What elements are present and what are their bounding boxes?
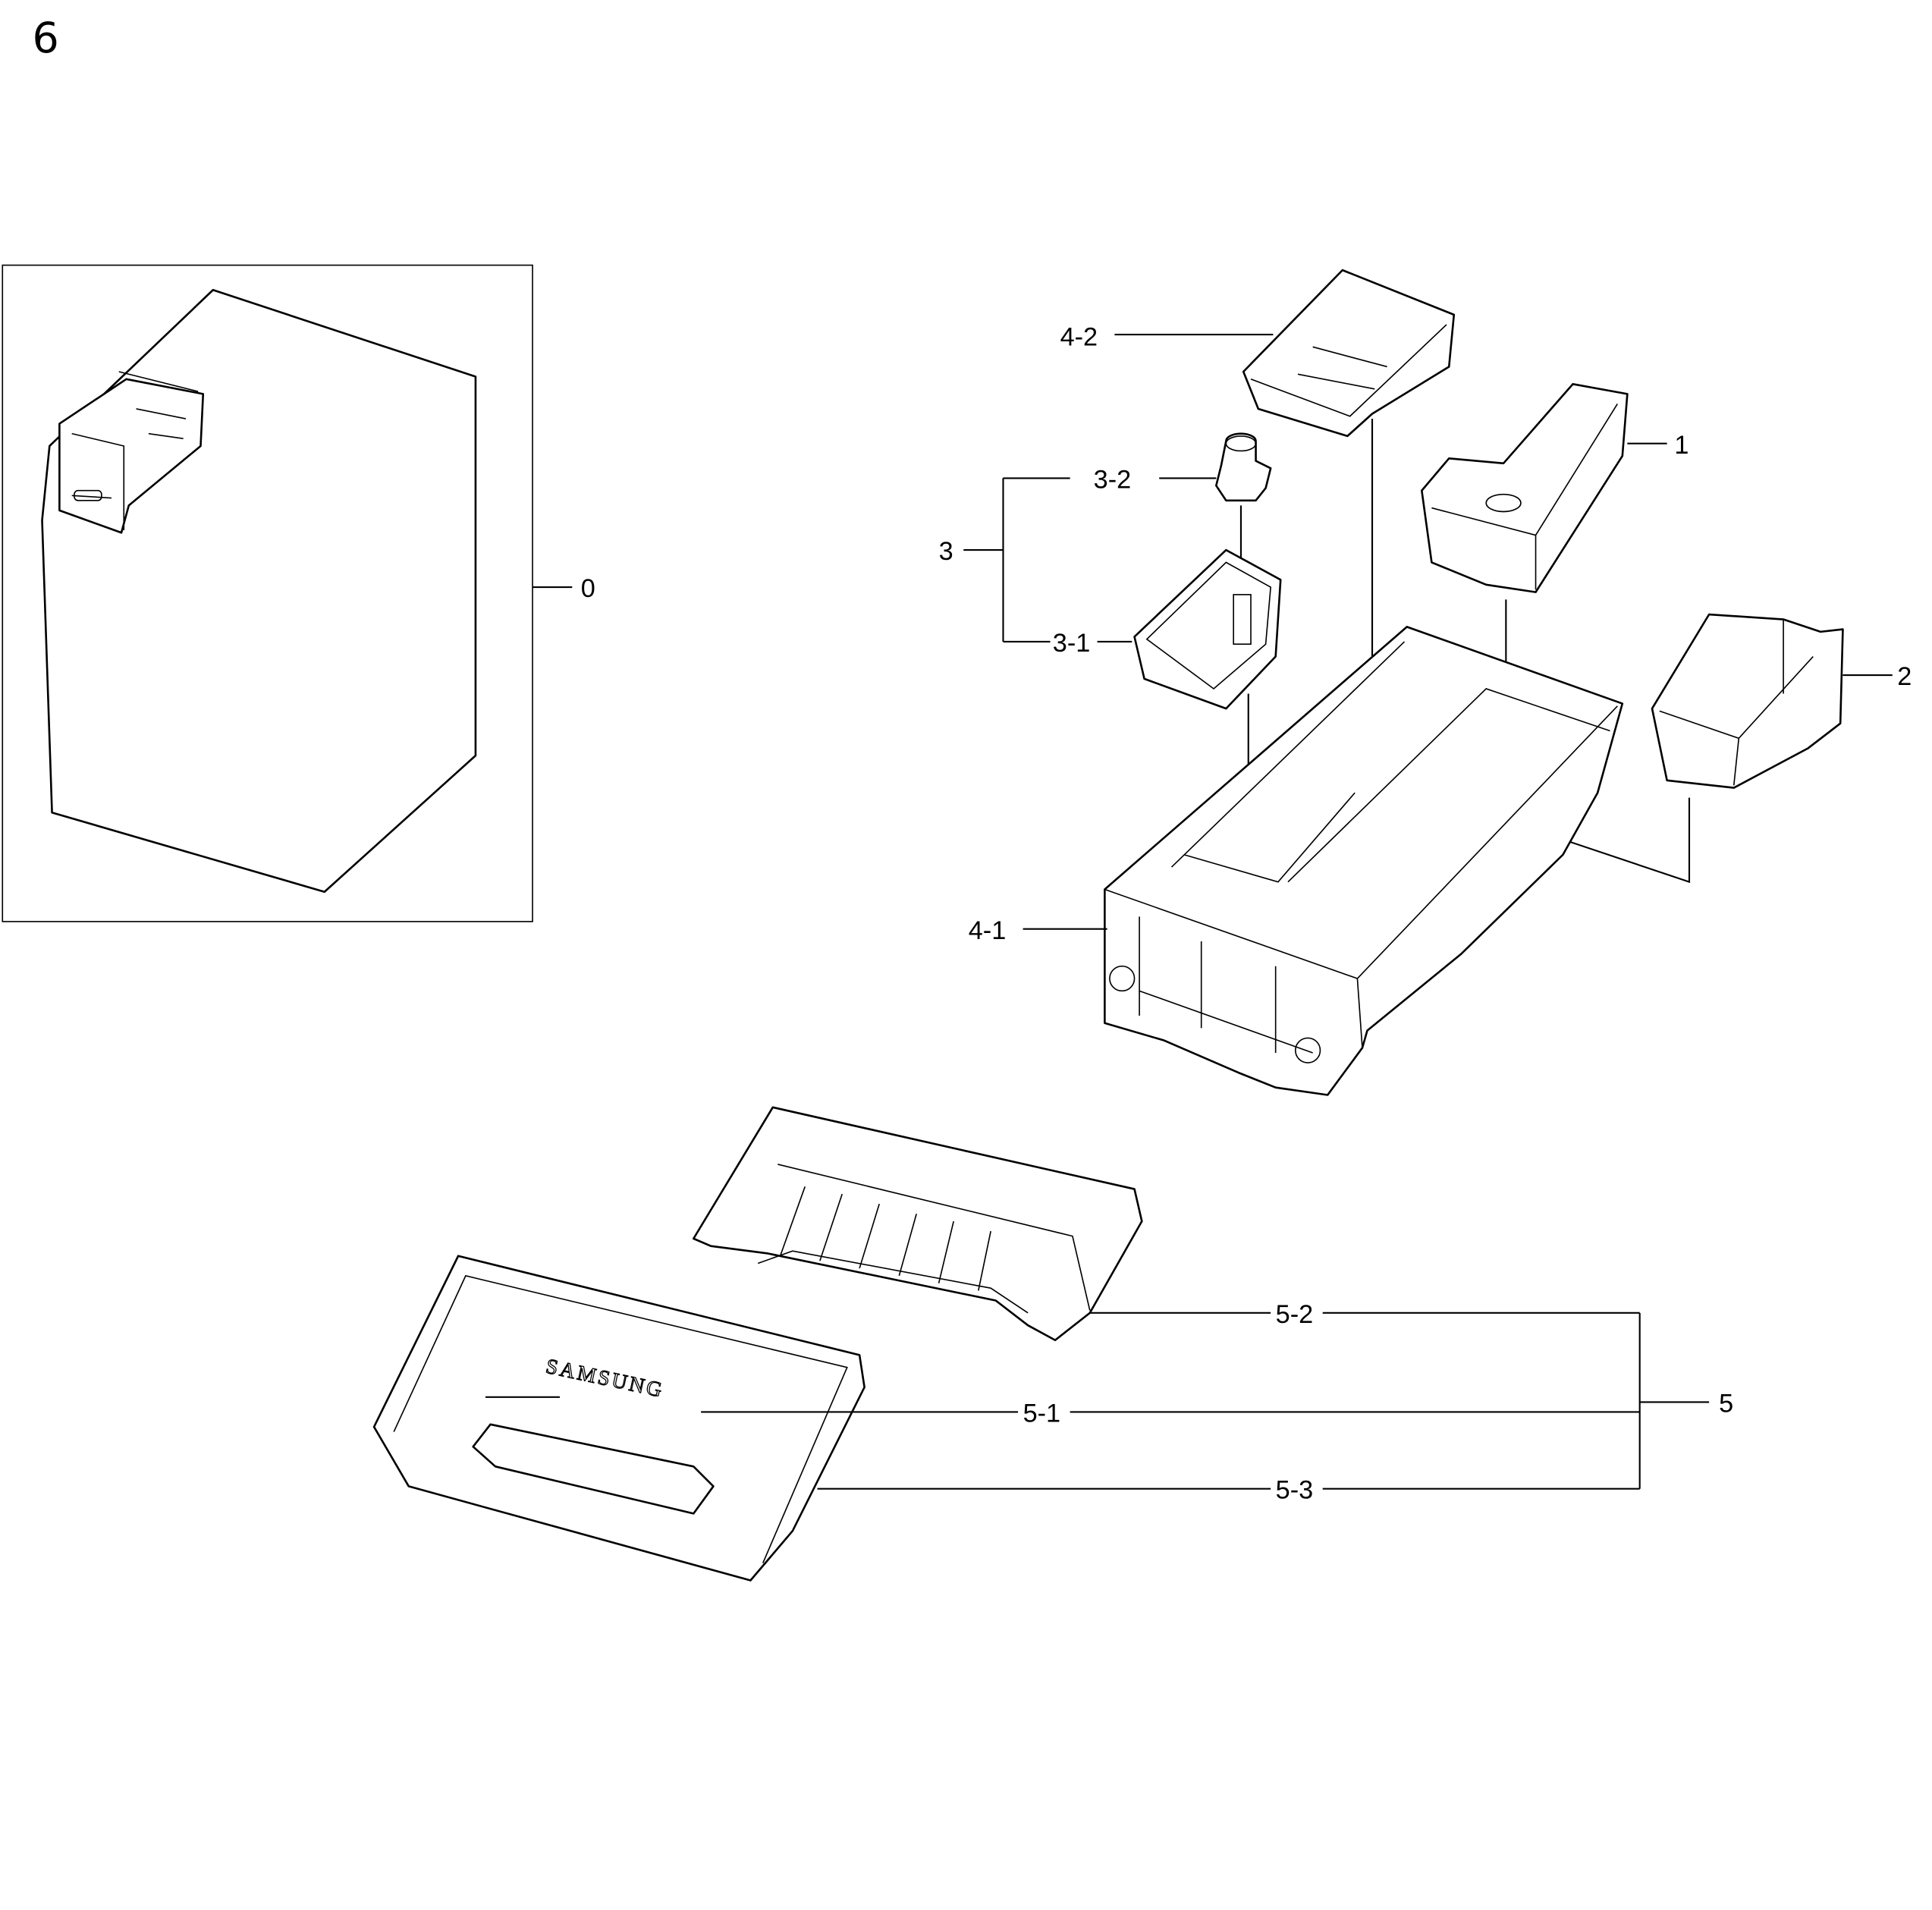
callout-1: 1 (1674, 431, 1689, 460)
callout-5: 5 (1719, 1389, 1733, 1418)
part-4-1-housing: 4-1 (969, 626, 1624, 1096)
callout-group-5: 5 (1322, 1312, 1733, 1490)
page-number: 6 (32, 14, 58, 63)
part-5-1-front-panel: SAMSUNG 5-1 5-3 (372, 1255, 1640, 1582)
part-3-2-cap: 3-2 (1094, 432, 1272, 595)
part-2-cup: 2 (1346, 613, 1912, 884)
callout-5-1: 5-1 (1023, 1400, 1061, 1428)
callout-0: 0 (581, 574, 595, 603)
callout-3-1: 3-1 (1053, 629, 1091, 658)
assembly-overview-part-0: 0 (2, 264, 595, 922)
callout-3: 3 (939, 537, 953, 566)
part-5-2-drawer-frame: 5-2 (693, 1106, 1314, 1342)
callout-2: 2 (1897, 662, 1912, 691)
part-3-1-cup: 3 3-1 (939, 477, 1282, 818)
callout-5-3: 5-3 (1276, 1476, 1314, 1505)
callout-4-2: 4-2 (1060, 323, 1098, 352)
callout-5-2: 5-2 (1276, 1300, 1314, 1329)
callout-3-2: 3-2 (1094, 465, 1132, 494)
callout-4-1: 4-1 (969, 916, 1007, 945)
